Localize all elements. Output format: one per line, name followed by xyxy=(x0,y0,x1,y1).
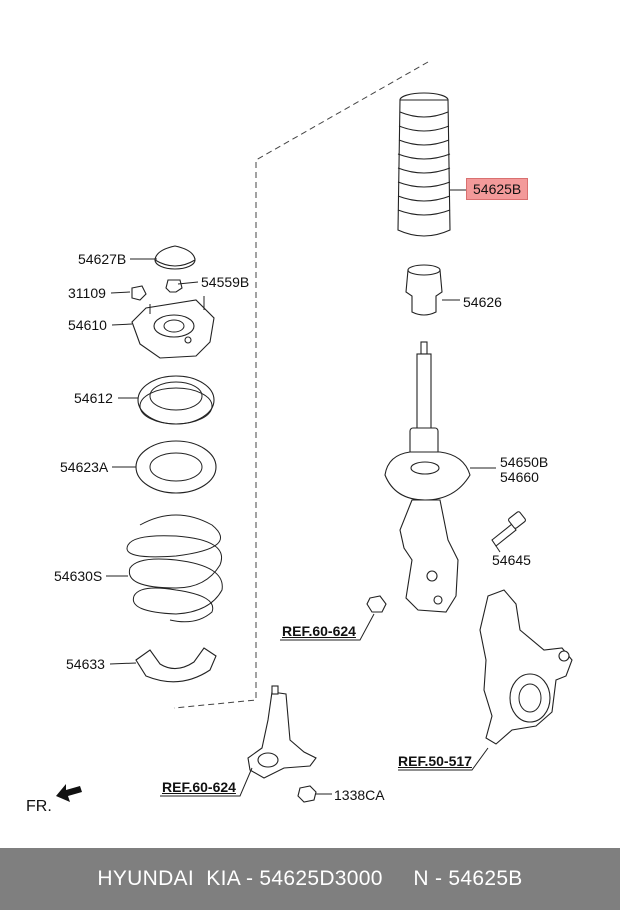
strut-assembly-part xyxy=(384,341,471,613)
ref-upper-link[interactable]: REF.60-624 xyxy=(282,623,356,639)
strut-bearing-part xyxy=(137,375,215,425)
coil-spring-part xyxy=(126,514,223,623)
flange-nut-part xyxy=(366,595,387,613)
dust-boot-part xyxy=(397,92,451,237)
ref-knuckle-link[interactable]: REF.50-517 xyxy=(398,753,472,769)
label-54626: 54626 xyxy=(463,294,502,310)
label-54612: 54612 xyxy=(74,390,113,406)
label-1338ca: 1338CA xyxy=(334,787,385,803)
label-54633: 54633 xyxy=(66,656,105,672)
label-54610: 54610 xyxy=(68,317,107,333)
label-54559b: 54559B xyxy=(201,274,250,290)
label-54660: 54660 xyxy=(500,469,539,485)
lower-spring-pad-part xyxy=(135,647,217,683)
parts-drawing xyxy=(56,61,573,803)
label-54623a: 54623A xyxy=(60,459,109,475)
spring-seat-part xyxy=(135,440,217,494)
insulator-cap-part xyxy=(154,245,196,270)
leader-lines xyxy=(106,189,501,797)
lock-nut-part xyxy=(165,279,183,293)
strut-mount-part xyxy=(131,296,215,359)
bolt-part xyxy=(491,511,526,547)
label-54650b: 54650B xyxy=(500,454,549,470)
label-54645: 54645 xyxy=(492,552,531,568)
front-direction-arrow-icon xyxy=(56,784,82,802)
front-direction-label: FR. xyxy=(26,798,52,815)
steering-knuckle-part xyxy=(479,589,573,745)
part-number-footer: HYUNDAI KIA - 54625D3000 N - 54625B xyxy=(0,848,620,910)
label-54627b: 54627B xyxy=(78,251,127,267)
footer-text: HYUNDAI KIA - 54625D3000 N - 54625B xyxy=(97,867,523,890)
label-31109: 31109 xyxy=(68,285,106,301)
label-54630s: 54630S xyxy=(54,568,103,584)
bump-stopper-part xyxy=(405,264,443,316)
ref-lower-link[interactable]: REF.60-624 xyxy=(162,779,236,795)
hex-nut-part xyxy=(297,785,317,803)
lower-arm-part xyxy=(247,685,317,779)
cap-nut-part xyxy=(131,285,147,301)
exploded-parts-diagram: 54627B 31109 54559B 54610 54612 54623A 5… xyxy=(26,61,573,815)
label-54625b-highlighted: 54625B xyxy=(466,178,529,200)
